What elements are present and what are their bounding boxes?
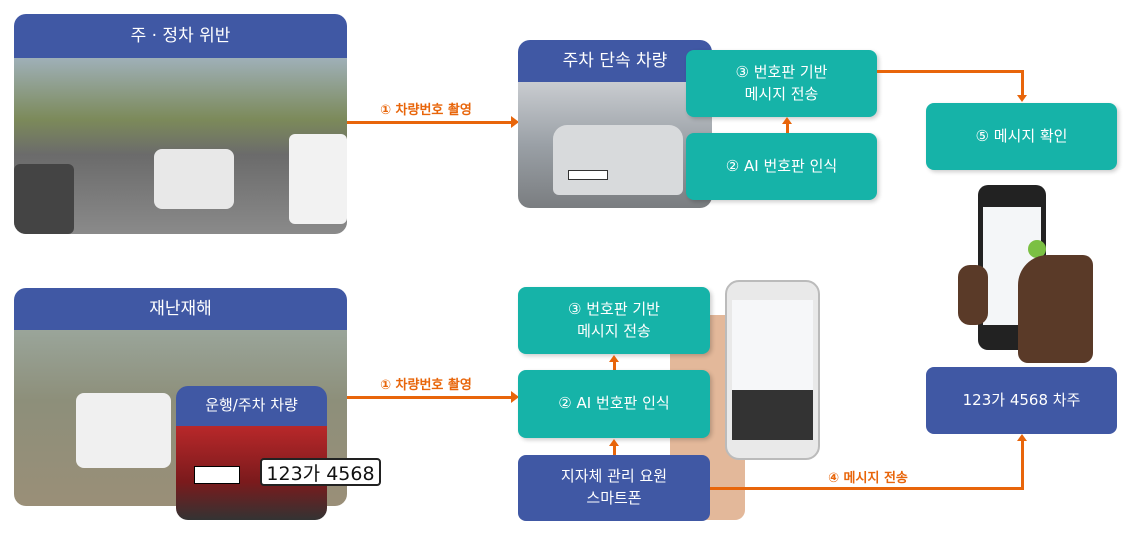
arrow-head xyxy=(609,439,619,446)
arrow-to-confirm xyxy=(877,70,1024,73)
send-message-label: ④ 메시지 전송 xyxy=(828,471,908,486)
arrow-capture-top xyxy=(347,121,512,124)
street-parking-photo xyxy=(14,58,347,234)
arrow-head xyxy=(1017,434,1027,441)
owner-box: 123가 4568 차주 xyxy=(926,367,1117,434)
enforcement-vehicle-panel: 주차 단속 차량 xyxy=(518,40,712,208)
step3-line2: 메시지 전송 xyxy=(744,84,819,103)
arrow-send-message xyxy=(710,487,1024,490)
panel-title: 주차 단속 차량 xyxy=(518,40,712,82)
arrow-up-bottom-1 xyxy=(613,361,616,370)
arrow-head xyxy=(511,116,519,128)
capture-label-bottom: ① 차량번호 촬영 xyxy=(380,378,472,393)
source-line2: 스마트폰 xyxy=(586,489,642,507)
step2-label: ② AI 번호판 인식 xyxy=(558,394,670,413)
panel-title: 주 · 정차 위반 xyxy=(14,14,347,58)
capture-label-top: ① 차량번호 촬영 xyxy=(380,103,472,118)
step3-line1: ③ 번호판 기반 xyxy=(735,62,828,81)
arrow-segment xyxy=(1021,70,1024,96)
vehicle-label: 운행/주차 차량 xyxy=(176,386,327,426)
vehicle-panel: 운행/주차 차량 xyxy=(176,386,327,520)
step2-label: ② AI 번호판 인식 xyxy=(725,156,838,175)
license-plate: 123가 4568 xyxy=(260,458,381,486)
plate-number: 123가 4568 xyxy=(266,462,375,485)
step5-label: ⑤ 메시지 확인 xyxy=(975,126,1068,145)
enforcement-car-photo xyxy=(518,82,712,208)
illegal-parking-panel: 주 · 정차 위반 xyxy=(14,14,347,234)
step3-line1: ③ 번호판 기반 xyxy=(568,299,660,318)
source-line1: 지자체 관리 요원 xyxy=(560,467,668,486)
owner-label: 123가 4568 차주 xyxy=(962,390,1081,409)
arrow-head xyxy=(609,355,619,362)
panel-title: 재난재해 xyxy=(14,288,347,330)
arrow-segment xyxy=(1021,441,1024,490)
step2-box-bottom: ② AI 번호판 인식 xyxy=(518,370,710,438)
arrow-head xyxy=(1017,95,1027,102)
step5-box: ⑤ 메시지 확인 xyxy=(926,103,1117,170)
step2-box-top: ② AI 번호판 인식 xyxy=(686,133,877,200)
arrow-up-top xyxy=(786,123,789,133)
arrow-capture-bottom xyxy=(347,396,512,399)
step3-line2: 메시지 전송 xyxy=(577,321,651,340)
arrow-up-bottom-2 xyxy=(613,445,616,455)
arrow-head xyxy=(782,117,792,124)
arrow-head xyxy=(511,391,519,403)
smartphone-message-image xyxy=(958,185,1098,363)
